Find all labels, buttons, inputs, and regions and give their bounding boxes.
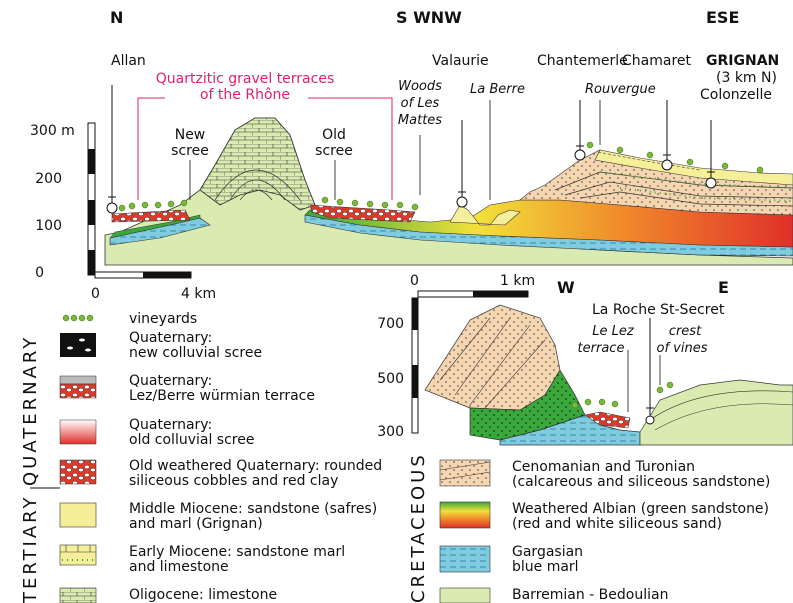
inset-west-label: W <box>557 278 575 297</box>
legend-terrace-l1: Quaternary: <box>129 373 213 389</box>
legend-old-scree-l2: old colluvial scree <box>129 432 255 448</box>
legend-cenomanian-l2: (calcareous and siliceous sandstone) <box>512 474 771 490</box>
legend-albian-l2: (red and white siliceous sand) <box>512 516 722 532</box>
legend-swatches-right <box>439 459 491 603</box>
old-scree-line1: Old <box>322 127 346 143</box>
legend-cenomanian-l1: Cenomanian and Turonian <box>512 459 696 475</box>
new-scree-line1: New <box>174 127 206 143</box>
legend-albian-l1: Weathered Albian (green sandstone) <box>512 501 770 517</box>
inset-tick-700: 700 <box>377 316 404 332</box>
legend-gargasian-l1: Gargasian <box>512 544 584 560</box>
inset-vertical-scale <box>411 297 419 434</box>
place-chamaret: Chamaret <box>622 53 691 69</box>
place-la-berre: La Berre <box>470 82 525 97</box>
legend-old-weathered-l1: Old weathered Quaternary: rounded <box>129 458 383 474</box>
legend-new-scree-l1: Quaternary: <box>129 330 213 346</box>
gravel-terraces-line2: of the Rhône <box>199 87 291 103</box>
ese-label: ESE <box>706 8 740 27</box>
north-label: N <box>110 8 124 27</box>
inset-east-label: E <box>718 278 729 297</box>
inset-tick-300: 300 <box>377 424 404 440</box>
vineyard-marks <box>118 141 764 212</box>
place-grignan: GRIGNAN <box>706 53 780 69</box>
south-wnw-label: S WNW <box>396 8 462 27</box>
legend-barremian: Barremian - Bedoulian <box>512 587 669 603</box>
new-scree-line2: scree <box>171 143 209 159</box>
place-woods-line3: Mattes <box>397 113 443 128</box>
era-quaternary: QUATERNARY <box>20 334 41 486</box>
legend-early-miocene-l1: Early Miocene: sandstone marl <box>129 544 346 560</box>
inset-village-markers <box>645 318 655 425</box>
place-allan: Allan <box>111 53 146 69</box>
legend-vineyards: vineyards <box>129 311 198 327</box>
legend-oligocene: Oligocene: limestone <box>129 587 278 603</box>
inset-horizontal-scale <box>417 290 529 298</box>
main-axis-unit: 300 m <box>30 123 75 139</box>
inset-place-la-roche: La Roche St-Secret <box>592 302 725 318</box>
era-tertiary: TERTIARY <box>20 494 41 603</box>
inset-scale-end: 1 km <box>500 273 536 289</box>
place-rouvergue: Rouvergue <box>585 82 656 97</box>
old-scree-line2: scree <box>315 143 353 159</box>
place-valaurie: Valaurie <box>432 53 489 69</box>
gravel-terraces-line1: Quartzitic gravel terraces <box>155 71 335 87</box>
legend-swatches-left <box>59 314 97 603</box>
legend-middle-miocene-l1: Middle Miocene: sandstone (safres) <box>129 501 378 517</box>
legend-gargasian-l2: blue marl <box>512 559 579 575</box>
main-scale-end: 4 km <box>181 286 217 302</box>
era-cretaceous: CRETACEOUS <box>408 452 429 603</box>
inset-crest-line2: of vines <box>656 341 708 356</box>
inset-crest-line1: crest <box>668 324 702 339</box>
legend-old-weathered-l2: siliceous cobbles and red clay <box>129 473 339 489</box>
legend-terrace-l2: Lez/Berre würmian terrace <box>129 388 315 404</box>
village-markers <box>106 85 717 214</box>
main-axis-tick-0: 0 <box>35 265 44 281</box>
legend-old-scree-l1: Quaternary: <box>129 417 213 433</box>
place-grignan-distance: (3 km N) <box>716 70 777 86</box>
inset-lez-line1: Le Lez <box>592 324 634 339</box>
legend-new-scree-l2: new colluvial scree <box>129 345 263 361</box>
inset-scale-start: 0 <box>410 273 419 289</box>
main-axis-tick-100: 100 <box>35 218 62 234</box>
main-scale-start: 0 <box>91 286 100 302</box>
main-horizontal-scale <box>94 271 192 279</box>
place-colonzelle: Colonzelle <box>700 87 773 103</box>
legend-early-miocene-l2: and limestone <box>129 559 229 575</box>
legend-middle-miocene-l2: and marl (Grignan) <box>129 516 263 532</box>
place-woods-line1: Woods <box>398 79 442 94</box>
inset-lez-line2: terrace <box>577 341 625 356</box>
inset-tick-500: 500 <box>377 371 404 387</box>
main-axis-tick-200: 200 <box>35 171 62 187</box>
place-chantemerle: Chantemerle <box>537 53 628 69</box>
place-woods-line2: of Les <box>400 96 440 111</box>
inset-vineyard-marks <box>571 381 674 409</box>
main-vertical-scale <box>87 122 96 276</box>
